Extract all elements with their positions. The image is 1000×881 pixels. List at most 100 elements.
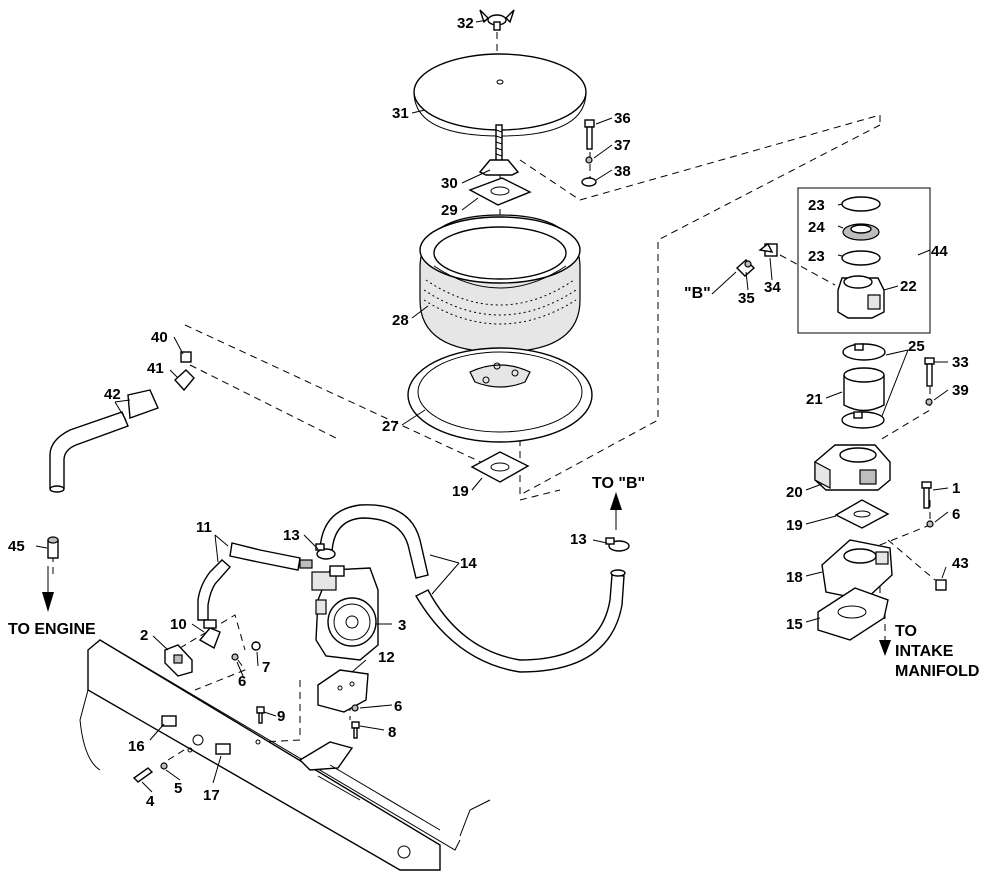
to-intake-label-2: INTAKE: [895, 643, 954, 660]
callout-6-right: 6: [952, 506, 960, 523]
to-intake-label-3: MANIFOLD: [895, 663, 979, 680]
callout-18: 18: [786, 569, 803, 586]
spacer-18: [821, 539, 893, 601]
seal-24: [842, 223, 880, 241]
hose-42: [49, 389, 159, 493]
callout-23-lower: 23: [808, 248, 825, 265]
arrow-to-engine: [42, 566, 54, 612]
washer-6-center: [351, 704, 359, 712]
fitting-34: [758, 242, 778, 257]
nut-7: [251, 641, 261, 651]
callout-38: 38: [614, 163, 631, 180]
callout-8: 8: [388, 724, 396, 741]
callout-39: 39: [952, 382, 969, 399]
callout-17: 17: [203, 787, 220, 804]
callout-1: 1: [952, 480, 960, 497]
o-ring-23-lower: [841, 250, 881, 266]
fitting-45: [47, 536, 59, 559]
to-intake-label-1: TO: [895, 623, 917, 640]
callout-27: 27: [382, 418, 399, 435]
screw-8: [351, 721, 360, 739]
callout-12: 12: [378, 649, 395, 666]
callout-34: 34: [764, 279, 781, 296]
fitting-35: [735, 259, 756, 277]
callout-6-left: 6: [238, 673, 246, 690]
fitting-10: [198, 619, 221, 650]
callout-15: 15: [786, 616, 803, 633]
callout-25: 25: [908, 338, 925, 355]
callout-24: 24: [808, 219, 825, 236]
wing-nut-32: [479, 9, 515, 31]
washer-5: [160, 762, 168, 770]
callout-32: 32: [457, 15, 474, 32]
washer-39: [925, 398, 933, 406]
plug-43: [935, 579, 947, 591]
washer-6-right: [926, 520, 934, 528]
screw-4: [132, 767, 154, 783]
gasket-29: [468, 177, 532, 206]
washer-38: [581, 177, 597, 187]
regulator-3: [299, 559, 379, 661]
screw-36: [584, 119, 595, 150]
callout-35: 35: [738, 290, 755, 307]
callout-6-center: 6: [394, 698, 402, 715]
callout-21: 21: [806, 391, 823, 408]
stud-bracket-30: [478, 124, 520, 176]
clamp-13-center: [315, 543, 336, 560]
callout-23-top: 23: [808, 197, 825, 214]
air-cleaner-base-27: [407, 347, 593, 443]
gasket-19-right: [834, 499, 890, 529]
arrow-to-b: [610, 492, 622, 530]
hose-21: [843, 367, 885, 412]
callout-10: 10: [170, 616, 187, 633]
callout-5: 5: [174, 780, 182, 797]
air-cleaner-cover-31: [413, 53, 587, 137]
callout-41: 41: [147, 360, 164, 377]
callout-7: 7: [262, 659, 270, 676]
callout-2: 2: [140, 627, 148, 644]
air-filter-element-28: [419, 214, 581, 353]
callout-43: 43: [952, 555, 969, 572]
kit-box-44: [797, 187, 931, 334]
callout-9: 9: [277, 708, 285, 725]
callout-19-right: 19: [786, 517, 803, 534]
callout-22: 22: [900, 278, 917, 295]
callout-33: 33: [952, 354, 969, 371]
fitting-41: [174, 369, 195, 392]
to-engine-label: TO ENGINE: [8, 621, 96, 638]
clamps-25: [841, 343, 886, 429]
callout-numbers: 32 31 36 37 38 30 29 28 27 19 23 24 23 4…: [8, 15, 969, 810]
callout-19-lower: 19: [452, 483, 469, 500]
callout-4: 4: [146, 793, 155, 810]
hose-11: [197, 542, 301, 621]
callout-13-center: 13: [283, 527, 300, 544]
lockwasher-37: [585, 156, 593, 164]
to-b-label: TO "B": [592, 475, 645, 492]
callout-11: 11: [196, 519, 212, 536]
callout-13-right: 13: [570, 531, 587, 548]
hose-14: [319, 504, 626, 673]
callout-16: 16: [128, 738, 145, 755]
callout-20: 20: [786, 484, 803, 501]
plate-2: [164, 644, 193, 677]
housing-22: [837, 275, 885, 319]
callout-29: 29: [441, 202, 458, 219]
callout-40: 40: [151, 329, 168, 346]
gasket-15: [817, 587, 889, 641]
frame-channel: [79, 639, 491, 871]
washer-6-left: [231, 653, 239, 661]
callout-45: 45: [8, 538, 25, 555]
b-marker: "B": [684, 285, 711, 302]
callout-36: 36: [614, 110, 631, 127]
callout-30: 30: [441, 175, 458, 192]
gasket-19-lower: [470, 451, 530, 483]
screw-1: [921, 481, 932, 509]
o-ring-23-top: [841, 196, 881, 212]
adapter-20: [814, 444, 891, 491]
arrow-to-intake: TO INTAKE MANIFOLD: [879, 623, 979, 680]
callout-14: 14: [460, 555, 477, 572]
elbow-40: [180, 351, 192, 363]
callout-42: 42: [104, 386, 121, 403]
leader-lines: [35, 19, 949, 793]
